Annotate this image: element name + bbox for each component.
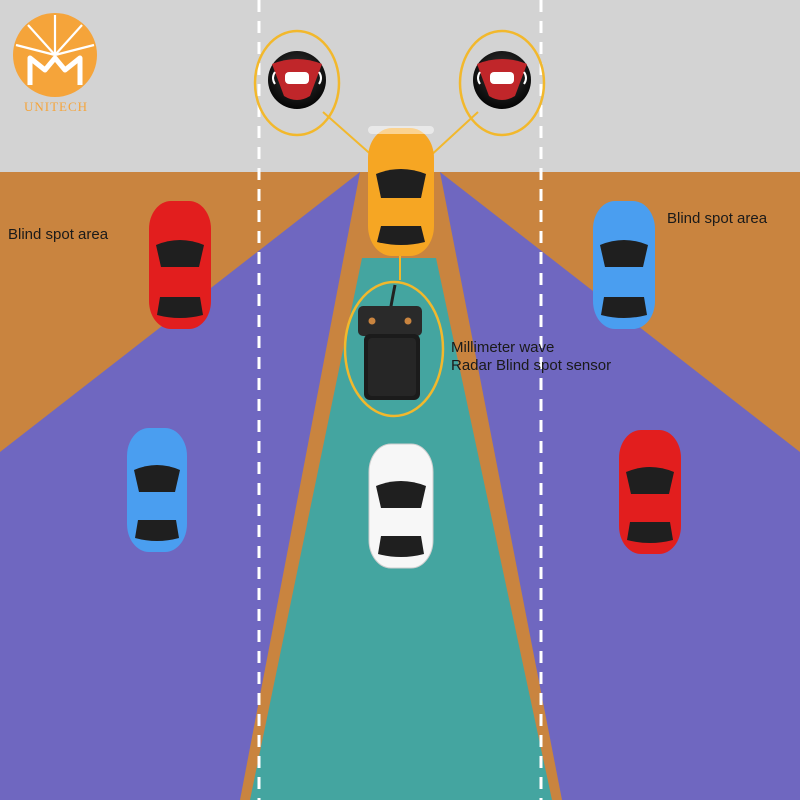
blind-spot-label-left: Blind spot area	[8, 226, 109, 243]
sensor-highlight-ring	[343, 280, 445, 418]
car-host-orange	[368, 126, 434, 256]
sensor-label-line1: Millimeter wave	[451, 339, 555, 356]
sensor-label-line2: Radar Blind spot sensor	[451, 357, 612, 374]
radar-sensor-icon	[358, 284, 422, 400]
car-white-rear	[368, 443, 434, 569]
brand-name: UNITECH	[23, 99, 89, 114]
car-blue-left	[127, 428, 187, 552]
leader-line-left	[322, 111, 376, 159]
blind-spot-label-right: Blind spot area	[667, 210, 768, 227]
car-red-right	[619, 430, 681, 554]
blind-spot-warning-icon	[458, 29, 546, 137]
leader-line-right	[427, 111, 479, 159]
sensor-label: Millimeter wave Radar Blind spot sensor	[451, 339, 611, 375]
car-red-left	[149, 201, 211, 329]
brand-logo-icon	[13, 13, 97, 97]
car-blue-right	[593, 201, 655, 329]
blind-spot-warning-icon	[253, 29, 341, 137]
